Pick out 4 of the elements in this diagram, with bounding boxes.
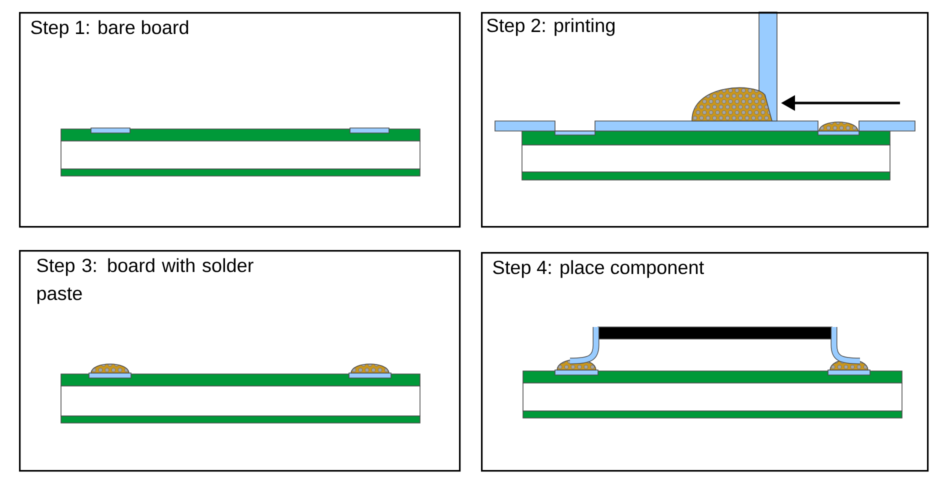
step-panel: Step 3: board with solder paste — [19, 250, 461, 472]
step-panel: Step 2: printing — [481, 12, 929, 228]
step-panel: Step 1: bare board — [19, 12, 461, 228]
step-panel: Step 4: place component — [481, 252, 929, 472]
